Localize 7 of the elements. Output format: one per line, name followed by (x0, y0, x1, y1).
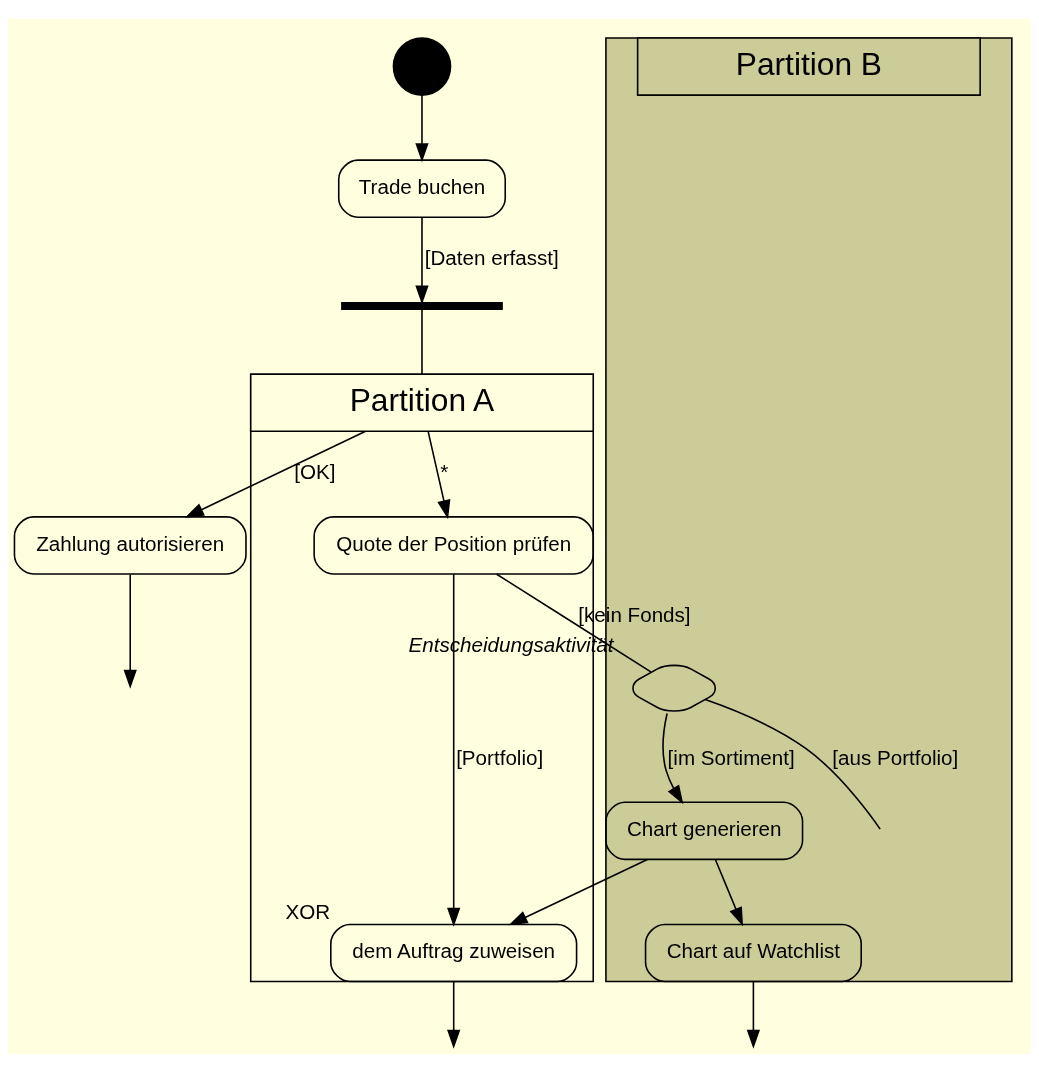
edge-label: [aus Portfolio] (832, 745, 959, 769)
edge-label: [OK] (294, 459, 336, 483)
node-label: XOR (285, 899, 331, 923)
edge-label: [im Sortiment] (667, 745, 795, 769)
edge-label: * (440, 459, 449, 483)
edge-label: [Daten erfasst] (424, 245, 559, 269)
edge-label: [Portfolio] (456, 745, 544, 769)
